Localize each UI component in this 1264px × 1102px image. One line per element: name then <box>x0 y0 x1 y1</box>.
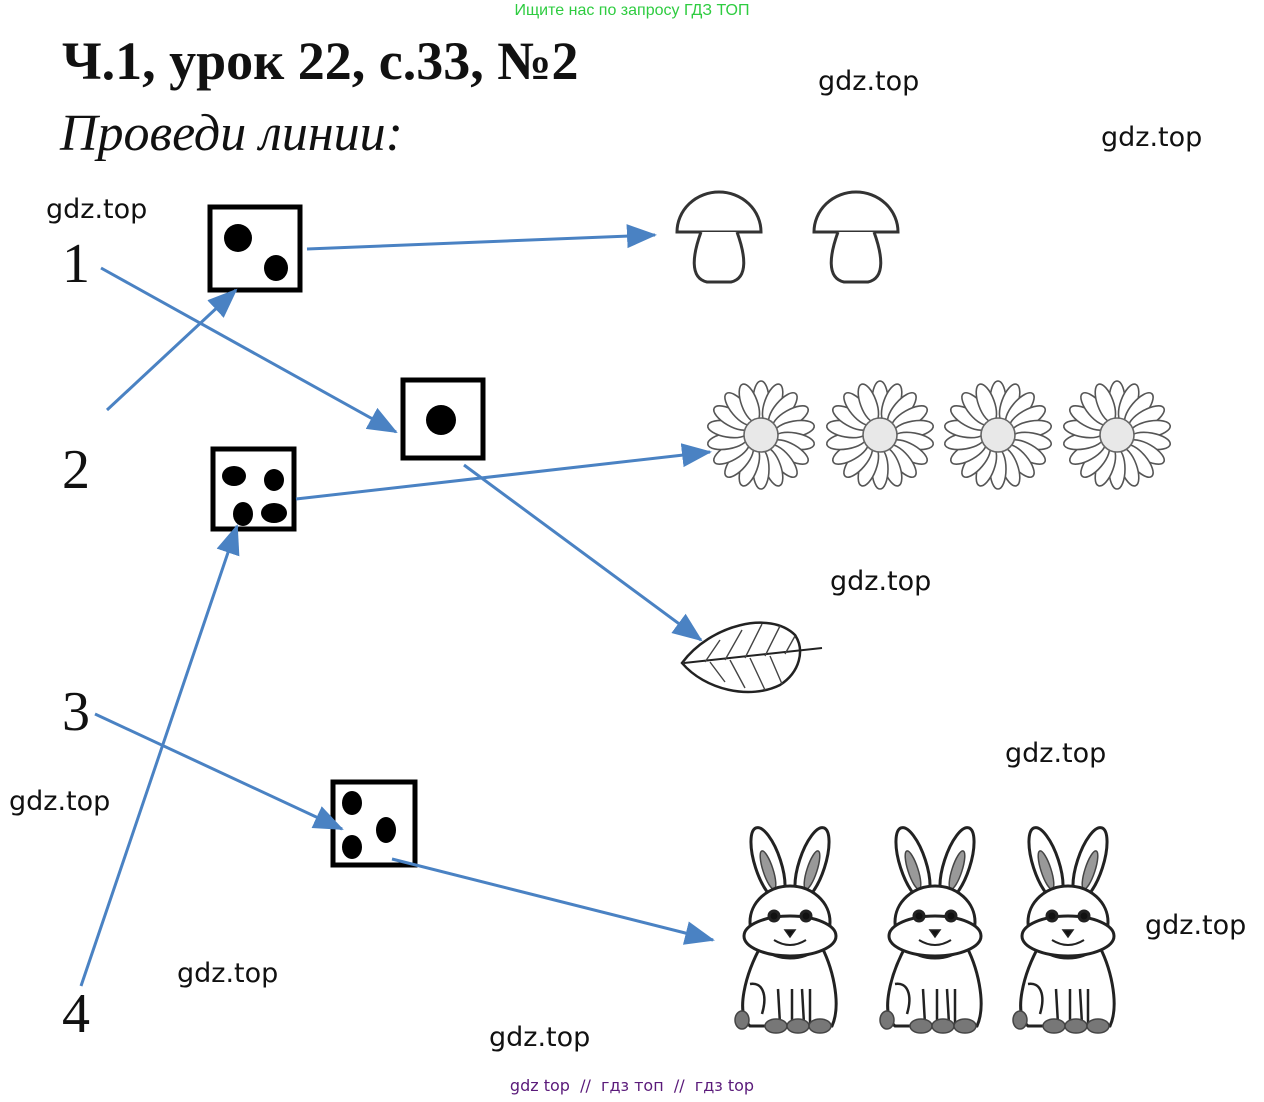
die-dot <box>233 502 253 526</box>
watermark: gdz.top <box>1101 122 1203 153</box>
watermark: gdz.top <box>818 66 920 97</box>
daisy-icon <box>705 380 817 490</box>
die-dot <box>264 469 284 491</box>
die-dot <box>342 791 362 815</box>
daisy-icon <box>824 380 936 490</box>
number-2: 2 <box>62 439 90 501</box>
watermark: gdz.top <box>9 786 111 817</box>
daisy-icon <box>942 380 1054 490</box>
search-banner: Ищите нас по запросу ГДЗ ТОП <box>514 2 750 19</box>
arrow-4-to-die-four <box>79 524 240 987</box>
footer-links: gdz top // гдз топ // гдз top <box>509 1076 755 1095</box>
arrow-die-four-to-daisies <box>295 443 712 501</box>
die-dot <box>426 405 456 435</box>
watermark: gdz.top <box>830 566 932 597</box>
die-dot <box>224 224 252 252</box>
arrow-3-to-die-three <box>94 712 344 831</box>
watermark: gdz.top <box>1005 738 1107 769</box>
arrow-die-one-to-leaf <box>463 463 703 642</box>
instruction: Проведи линии: <box>60 105 404 162</box>
number-3: 3 <box>62 681 90 743</box>
die-one-dot <box>400 377 486 461</box>
watermark: gdz.top <box>177 958 279 989</box>
die-dot <box>376 817 396 843</box>
watermark: gdz.top <box>46 194 148 225</box>
mushroom-icon <box>675 190 763 284</box>
die-four-dots <box>210 446 297 532</box>
arrow-1-to-die-one <box>100 266 398 434</box>
arrow-2-to-die-two <box>105 288 238 412</box>
die-two-dots <box>207 204 303 293</box>
mushrooms <box>675 190 900 284</box>
watermark: gdz.top <box>489 1022 591 1053</box>
number-4: 4 <box>62 983 90 1045</box>
die-three-dots <box>330 779 418 868</box>
die-dot <box>222 466 246 486</box>
bunny-icon <box>733 822 838 1035</box>
die-dot <box>342 835 362 859</box>
die-dot <box>264 255 288 281</box>
leaf-icon <box>680 621 823 694</box>
bunny-icon <box>878 822 983 1035</box>
number-1: 1 <box>62 233 90 295</box>
die-dot <box>261 503 287 523</box>
bunnies <box>733 822 1116 1035</box>
mushroom-icon <box>812 190 900 284</box>
bunny-icon <box>1011 822 1116 1035</box>
arrow-die-two-to-mushrooms <box>306 224 657 251</box>
page-title: Ч.1, урок 22, с.33, №2 <box>62 31 579 91</box>
watermark: gdz.top <box>1145 910 1247 941</box>
arrow-die-three-to-bunnies <box>391 857 715 945</box>
daisies <box>705 380 1173 490</box>
daisy-icon <box>1061 380 1173 490</box>
